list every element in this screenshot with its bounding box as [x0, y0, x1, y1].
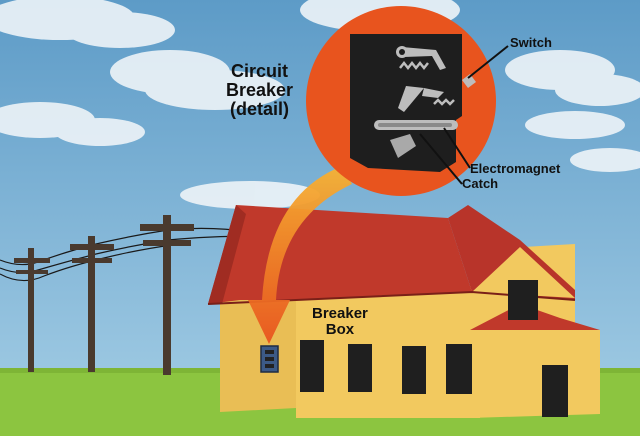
- window: [446, 344, 472, 394]
- window: [348, 344, 372, 392]
- electromagnet-label: Electromagnet: [470, 161, 561, 176]
- detail-circle: [306, 6, 496, 196]
- utility-poles: [14, 215, 194, 375]
- title-line-2: Breaker: [226, 79, 294, 100]
- window: [508, 280, 538, 320]
- switch-label: Switch: [510, 35, 552, 50]
- curved-arrow: [248, 166, 352, 344]
- diagram-title: Circuit Breaker (detail): [226, 62, 293, 119]
- breaker-box-label-line-1: Breaker: [312, 305, 368, 322]
- leader-lines: [419, 45, 509, 185]
- window: [402, 346, 426, 394]
- catch-label: Catch: [462, 176, 499, 191]
- door: [542, 365, 568, 417]
- window: [300, 340, 324, 392]
- breaker-box-label: Breaker Box: [312, 306, 368, 338]
- breaker-box-icon: [260, 345, 279, 373]
- title-line-3: (detail): [230, 98, 290, 119]
- title-line-1: Circuit: [231, 61, 289, 81]
- breaker-box-label-line-2: Box: [325, 320, 355, 338]
